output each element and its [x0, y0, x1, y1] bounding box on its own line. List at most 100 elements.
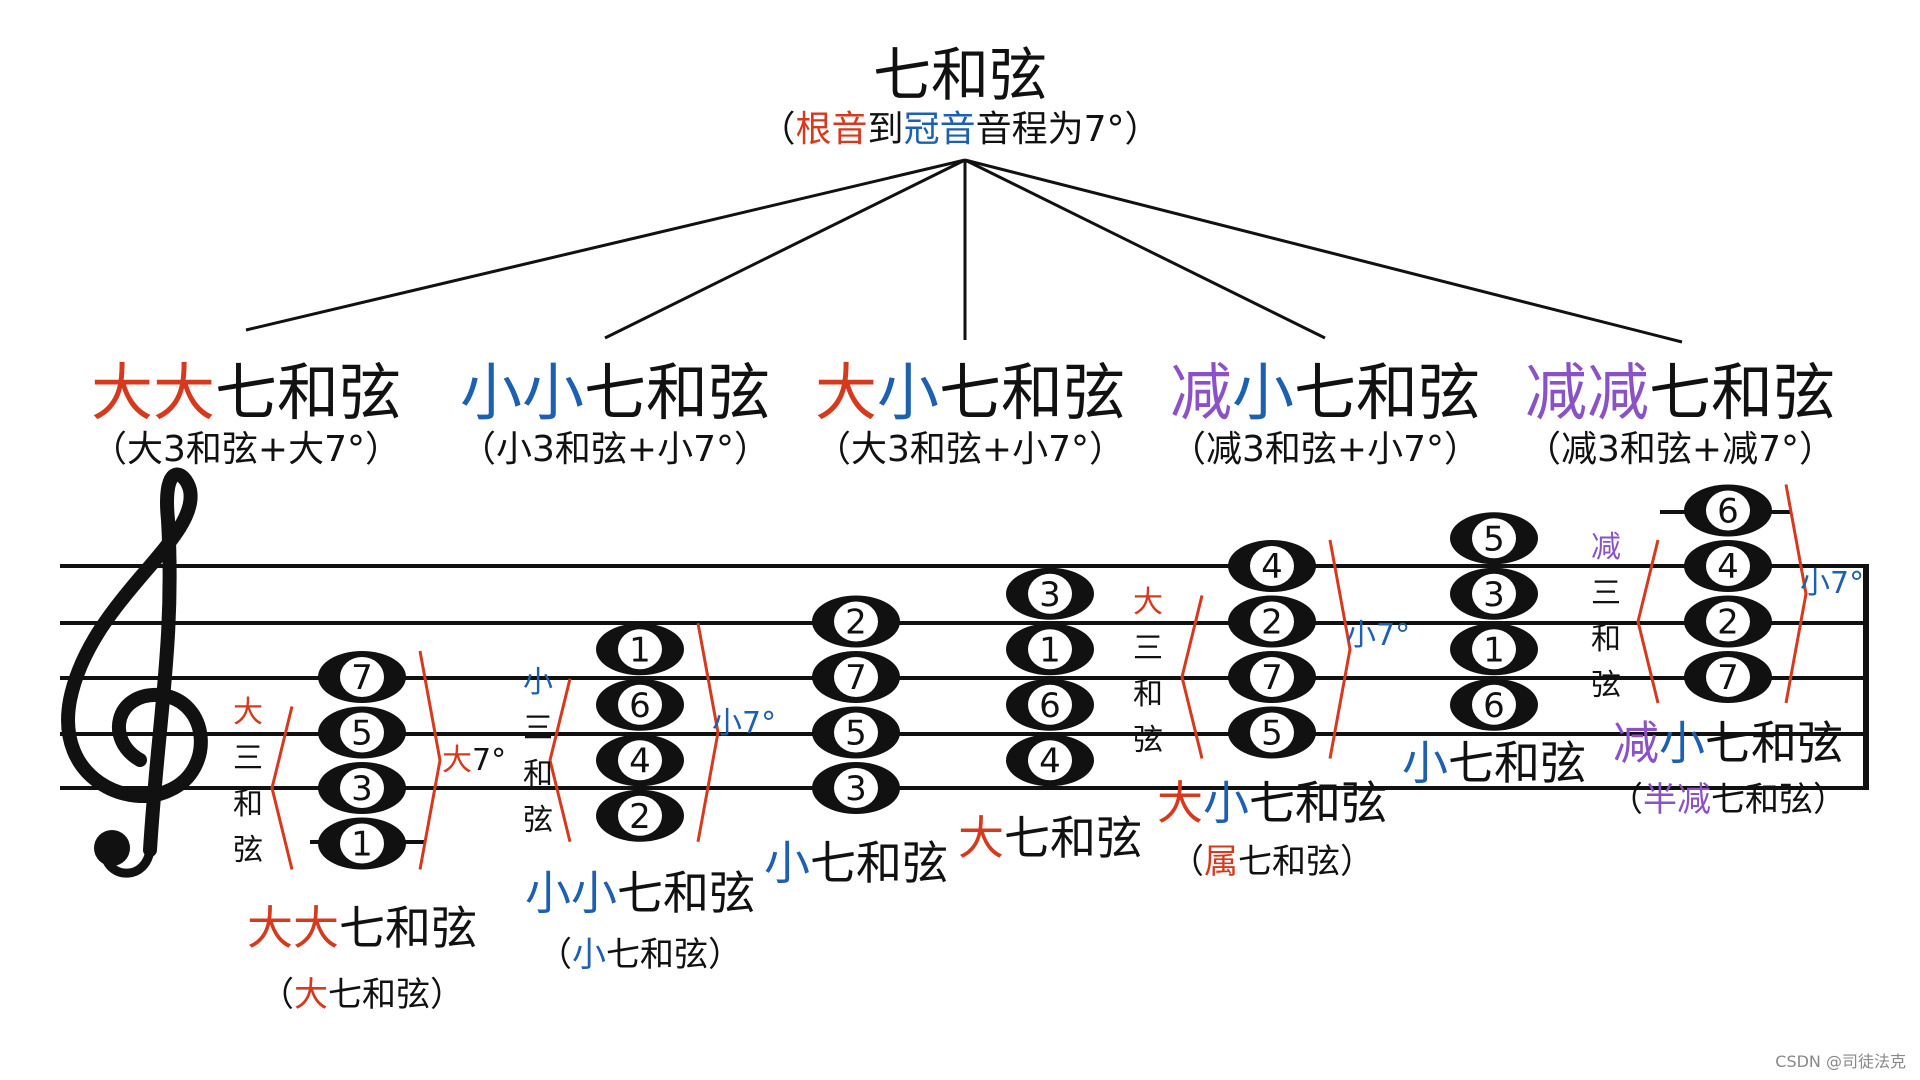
text-segment: 七和弦） — [1711, 780, 1847, 820]
note-degree-label: 6 — [1717, 492, 1739, 532]
text-segment: 小 — [1203, 776, 1249, 830]
note-head-inner — [834, 768, 878, 808]
text-segment: 七和弦） — [328, 975, 464, 1015]
chord-name: 大大七和弦 — [247, 892, 477, 958]
text-segment: 七和弦 — [1448, 736, 1586, 790]
seventh-interval-bracket — [1328, 539, 1352, 759]
triad-label: 小三和弦 — [518, 660, 558, 844]
note-head-inner — [340, 657, 384, 697]
text-segment: 小小 — [459, 356, 584, 429]
note-degree-label: 3 — [845, 769, 867, 809]
triad-label-char: 弦 — [1591, 668, 1621, 703]
note-degree-label: 6 — [629, 686, 651, 726]
chord-name: 大小七和弦 — [1157, 767, 1387, 833]
text-segment: 七和弦 — [617, 866, 755, 920]
text-segment: 小 — [764, 836, 810, 890]
text-segment: 大大 — [90, 356, 215, 429]
note-head-inner — [1472, 518, 1516, 559]
seventh-interval-bracket — [1784, 484, 1808, 704]
triad-label: 大三和弦 — [228, 690, 268, 874]
text-segment: 大 — [1157, 776, 1203, 830]
note-degree-label: 7 — [845, 658, 867, 698]
chord-alias: （半减七和弦） — [1609, 772, 1847, 821]
text-segment: 大 — [958, 811, 1004, 865]
text-segment: 大 — [442, 743, 472, 778]
note-degree-label: 2 — [845, 603, 867, 643]
note-degree-label: 6 — [1483, 686, 1505, 726]
text-segment: 七和弦） — [1238, 842, 1374, 882]
note-head-inner — [1706, 490, 1750, 531]
note-degree-label: 1 — [629, 630, 651, 670]
text-segment: 七和弦 — [939, 356, 1126, 429]
text-segment: 七和弦） — [606, 935, 742, 975]
triad-label-char: 和 — [1133, 677, 1163, 712]
note-head-inner — [340, 823, 384, 864]
text-segment: 小 — [1231, 356, 1295, 429]
text-segment: （减3和弦+减7°） — [1525, 429, 1835, 470]
note-head-inner — [1472, 629, 1516, 670]
note-degree-label: 2 — [1261, 603, 1283, 643]
text-segment: 大 — [814, 356, 877, 429]
type-name-major-minor: 大小七和弦 — [815, 342, 1125, 432]
note-degree-label: 4 — [1261, 547, 1283, 587]
text-segment: 七和弦 — [1004, 811, 1142, 865]
triad-label-char: 弦 — [233, 833, 263, 868]
note-head-inner — [618, 795, 662, 836]
note-head-inner — [1028, 629, 1072, 670]
type-name-diminished-diminished: 减减七和弦 — [1525, 342, 1835, 432]
text-segment: 小 — [572, 935, 606, 975]
type-name-minor-minor: 小小七和弦 — [460, 342, 770, 432]
chord-name: 减小七和弦 — [1613, 707, 1843, 773]
type-name-diminished-minor: 减小七和弦 — [1170, 342, 1480, 432]
type-formula-diminished-diminished: （减3和弦+减7°） — [1525, 420, 1835, 472]
note-head-inner — [1028, 740, 1072, 781]
note-degree-label: 2 — [629, 797, 651, 837]
note-degree-label: 5 — [1261, 714, 1283, 754]
note-head-inner — [834, 712, 878, 753]
chord-alias: （大七和弦） — [260, 967, 464, 1016]
seventh-interval-label: 小7° — [1800, 558, 1864, 602]
triad-label-char: 弦 — [523, 803, 553, 838]
page-subtitle: （根音到冠音音程为7°） — [760, 100, 1161, 152]
text-segment: 大 — [294, 975, 328, 1015]
text-segment: （大3和弦+大7°） — [91, 429, 401, 470]
seventh-interval-label: 小7° — [712, 698, 776, 742]
note-head-inner — [1028, 573, 1072, 614]
text-segment: 减 — [1169, 356, 1232, 429]
note-head-inner — [1472, 684, 1516, 725]
text-segment: 小 — [876, 356, 940, 429]
note-degree-label: 7 — [1261, 658, 1283, 698]
seventh-interval-label: 小7° — [1346, 610, 1410, 654]
seventh-interval-label: 大7° — [442, 735, 506, 779]
text-segment: （ — [260, 975, 294, 1015]
tree-line-5 — [964, 158, 1683, 344]
triad-bracket — [270, 706, 294, 870]
text-segment: 小 — [1402, 736, 1448, 790]
note-degree-label: 1 — [351, 825, 373, 865]
text-segment: 七和弦 — [1249, 776, 1387, 830]
note-head-inner — [1250, 657, 1294, 697]
note-head-inner — [834, 601, 878, 642]
text-segment: （ — [538, 935, 572, 975]
note-degree-label: 5 — [1483, 519, 1505, 559]
text-segment: （ — [1609, 780, 1643, 820]
triad-label-char: 和 — [1591, 622, 1621, 657]
tree-line-2 — [604, 158, 966, 340]
triad-label-char: 和 — [523, 757, 553, 792]
text-segment: 七和弦 — [810, 836, 948, 890]
note-head-inner — [340, 768, 384, 808]
type-formula-major-minor: （大3和弦+小7°） — [815, 420, 1125, 472]
note-degree-label: 1 — [1039, 630, 1061, 670]
note-degree-label: 4 — [629, 741, 651, 781]
note-head-inner — [340, 712, 384, 753]
note-degree-label: 3 — [1483, 575, 1505, 615]
note-head-inner — [1250, 712, 1294, 753]
watermark: CSDN @司徒法克 — [1775, 1052, 1906, 1071]
chord-name: 小小七和弦 — [525, 857, 755, 923]
text-segment: 七和弦 — [339, 901, 477, 955]
